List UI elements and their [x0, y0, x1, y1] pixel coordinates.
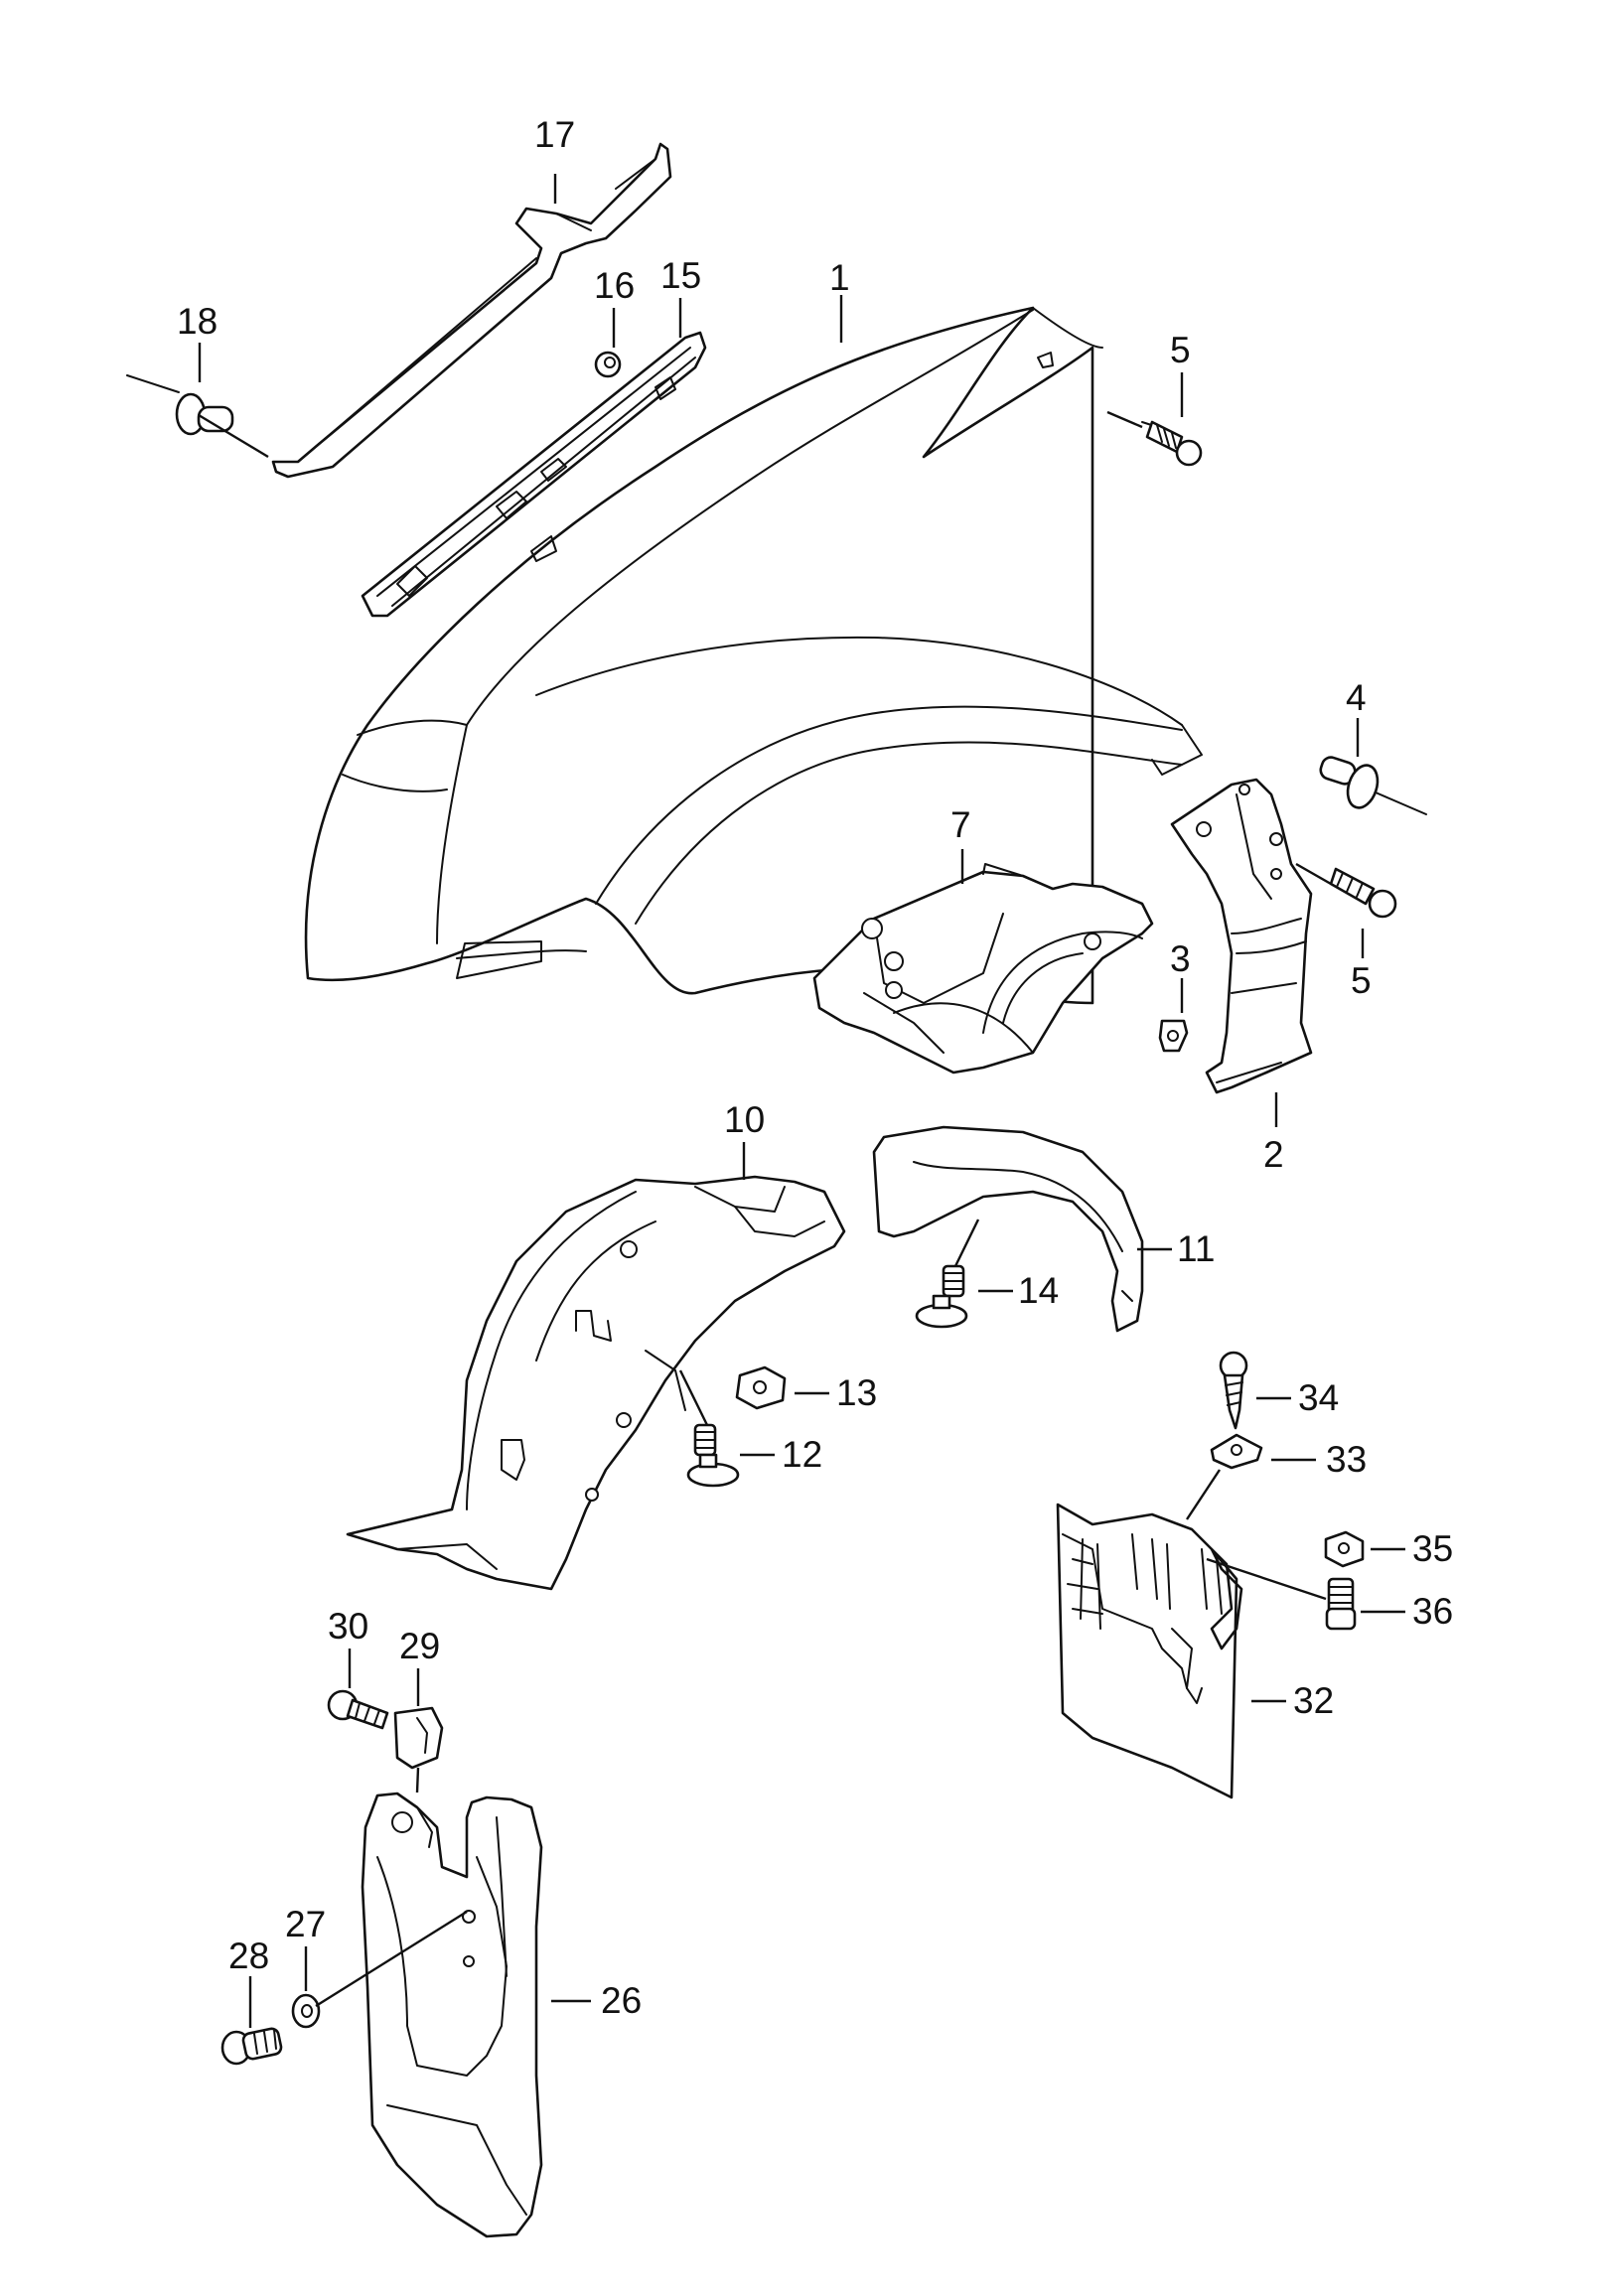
part-nut-35[interactable]	[1324, 1530, 1365, 1568]
callout-28: 28	[228, 1936, 269, 1976]
callout-33: 33	[1326, 1439, 1367, 1480]
part-mudflap-32[interactable]	[1056, 1503, 1243, 1799]
part-screw-14[interactable]	[915, 1264, 968, 1329]
part-nut-13[interactable]	[735, 1365, 787, 1410]
callout-10: 10	[724, 1099, 765, 1140]
callout-16: 16	[594, 265, 635, 306]
part-bracket-2[interactable]	[1170, 778, 1313, 1094]
callout-32: 32	[1293, 1680, 1334, 1721]
part-rivet-18[interactable]	[126, 374, 234, 436]
callout-17: 17	[534, 114, 575, 155]
callout-26: 26	[601, 1980, 642, 2021]
callout-1: 1	[829, 257, 850, 298]
callout-5-top: 5	[1170, 330, 1191, 370]
callout-15: 15	[660, 255, 701, 296]
part-screw-30[interactable]	[327, 1689, 389, 1730]
callout-18: 18	[177, 301, 218, 342]
part-bracket-17[interactable]	[271, 142, 672, 479]
part-screw-5-lower[interactable]	[1329, 867, 1397, 919]
part-washer-27[interactable]	[291, 1993, 321, 2029]
callout-12: 12	[782, 1434, 822, 1475]
part-mudflap-26[interactable]	[361, 1792, 543, 2238]
callout-35: 35	[1412, 1528, 1453, 1569]
part-liner-10[interactable]	[346, 1175, 846, 1591]
part-clip-3[interactable]	[1158, 1019, 1189, 1053]
callout-34: 34	[1298, 1377, 1339, 1418]
part-fender[interactable]	[304, 306, 1203, 1005]
callout-3: 3	[1170, 938, 1191, 979]
part-strip-15[interactable]	[361, 331, 707, 618]
part-clip-29[interactable]	[393, 1706, 444, 1770]
part-rivet-4[interactable]	[1318, 755, 1427, 815]
part-screw-34[interactable]	[1219, 1351, 1248, 1430]
part-panel-7[interactable]	[812, 863, 1154, 1075]
callout-30: 30	[328, 1606, 368, 1647]
callout-13: 13	[836, 1372, 877, 1413]
callout-27: 27	[285, 1904, 326, 1944]
leader-lines	[198, 174, 1405, 2028]
part-clip-16[interactable]	[594, 351, 622, 378]
part-screw-5-top[interactable]	[1141, 420, 1203, 467]
callout-7: 7	[950, 804, 971, 845]
part-screw-12[interactable]	[686, 1423, 740, 1488]
callout-11: 11	[1177, 1228, 1215, 1269]
callout-4: 4	[1346, 677, 1367, 718]
callout-5-lower: 5	[1351, 960, 1372, 1001]
part-bolt-28[interactable]	[220, 2027, 283, 2066]
callout-2: 2	[1263, 1134, 1284, 1175]
part-clip-33[interactable]	[1210, 1433, 1263, 1470]
callout-29: 29	[399, 1626, 440, 1666]
callout-labels: 1 2 3 4 5 5 7 10 11 12 13 14 15 16 17 18…	[177, 114, 1453, 2021]
callout-36: 36	[1412, 1591, 1453, 1632]
part-bolt-36[interactable]	[1325, 1577, 1357, 1631]
callout-14: 14	[1018, 1270, 1059, 1311]
part-liner-11[interactable]	[872, 1125, 1144, 1333]
